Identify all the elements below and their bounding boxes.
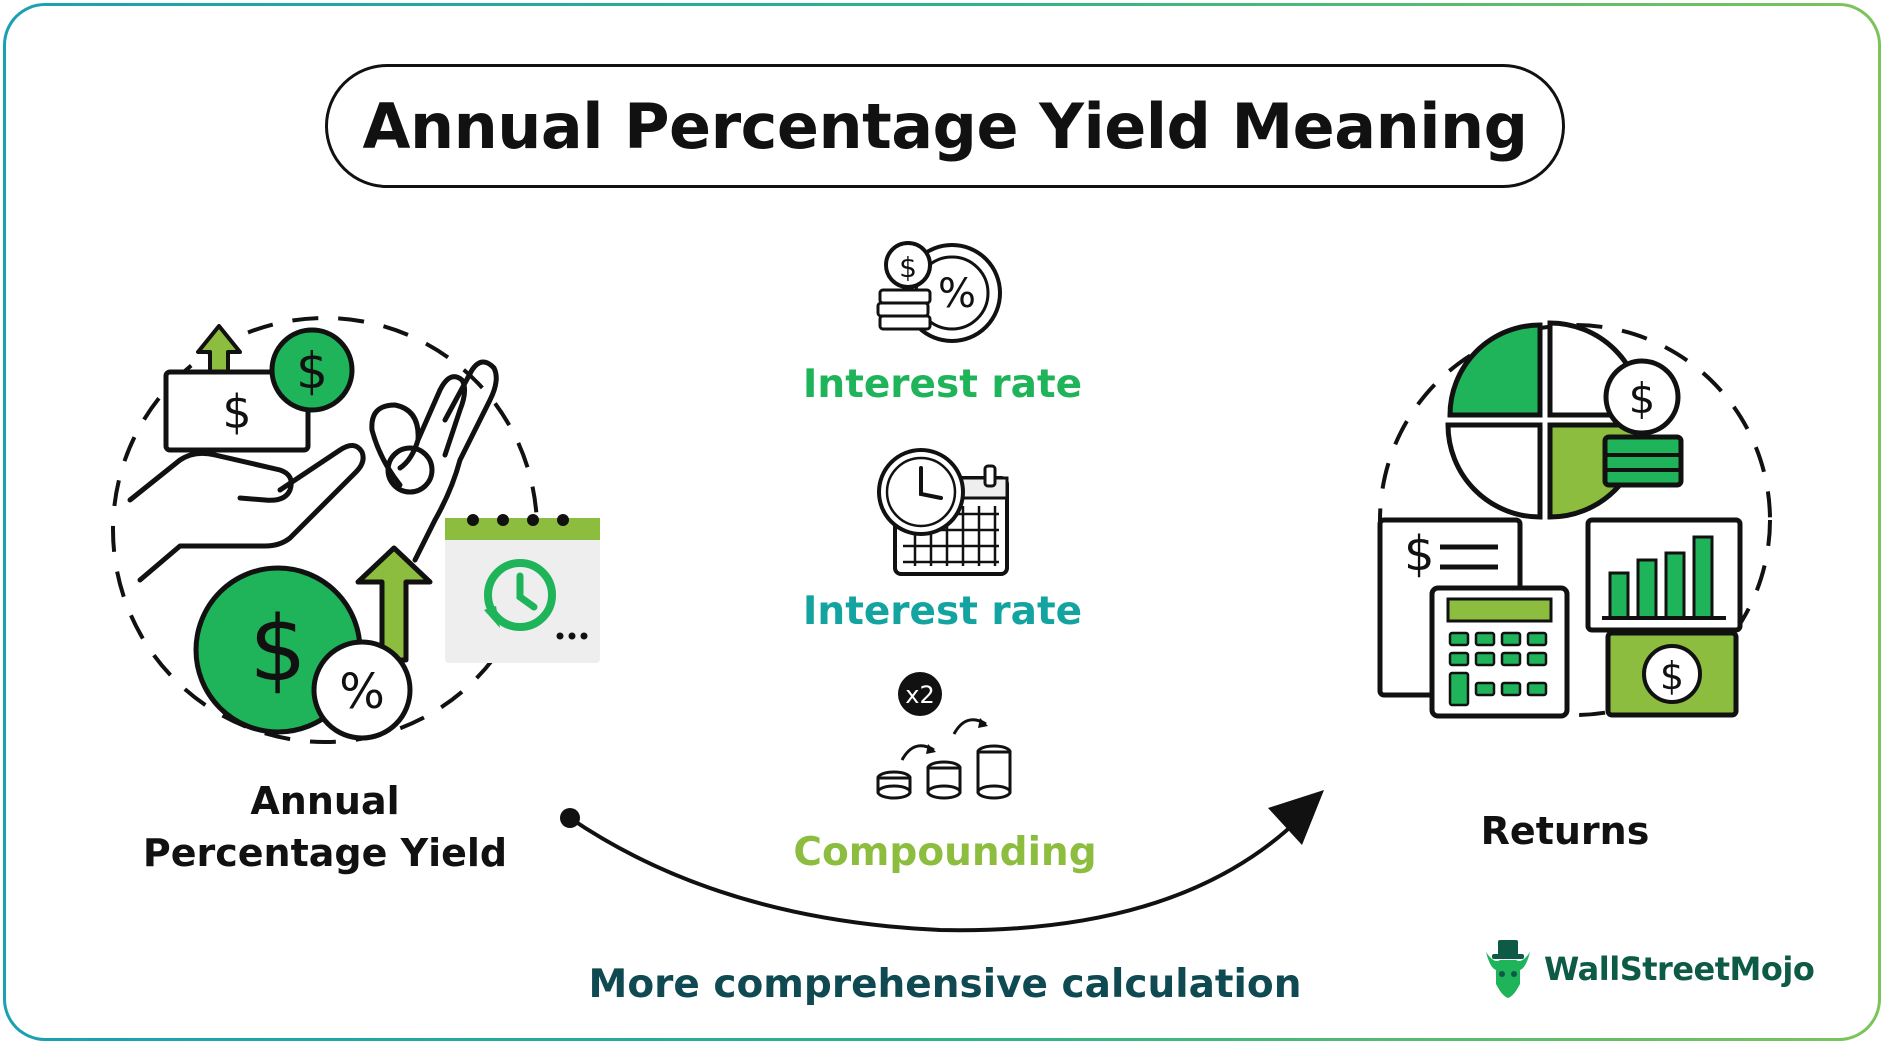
- svg-text:$: $: [899, 251, 917, 284]
- clock-calendar-icon: [877, 448, 1009, 576]
- title-box: Annual Percentage Yield Meaning: [325, 64, 1565, 188]
- bull-logo-icon: [1486, 940, 1530, 998]
- compounding-coins-icon: x2: [876, 672, 1012, 800]
- factor-1-label: Interest rate: [802, 362, 1083, 407]
- compounding-badge: x2: [905, 681, 934, 709]
- factor-3-label: Compounding: [793, 830, 1097, 875]
- apy-illustration-icon: $ $ $ %: [111, 316, 600, 744]
- page-title: Annual Percentage Yield Meaning: [362, 89, 1528, 163]
- returns-illustration-icon: $ $ $: [1377, 320, 1772, 719]
- svg-text:$: $: [249, 597, 306, 702]
- svg-text:$: $: [222, 385, 251, 439]
- svg-text:%: %: [339, 664, 385, 720]
- brand-logo: WallStreetMojo: [1480, 938, 1815, 1000]
- returns-label: Returns: [1480, 809, 1650, 853]
- svg-text:$: $: [1629, 374, 1656, 423]
- interest-rate-icon: % $: [876, 241, 1002, 343]
- svg-text:$: $: [1660, 654, 1684, 698]
- brand-name: WallStreetMojo: [1544, 950, 1815, 988]
- factor-2-label: Interest rate: [802, 589, 1083, 634]
- svg-text:$: $: [296, 342, 328, 400]
- arrow-caption: More comprehensive calculation: [588, 962, 1302, 1007]
- svg-text:$: $: [1404, 526, 1435, 582]
- svg-text:%: %: [938, 271, 976, 317]
